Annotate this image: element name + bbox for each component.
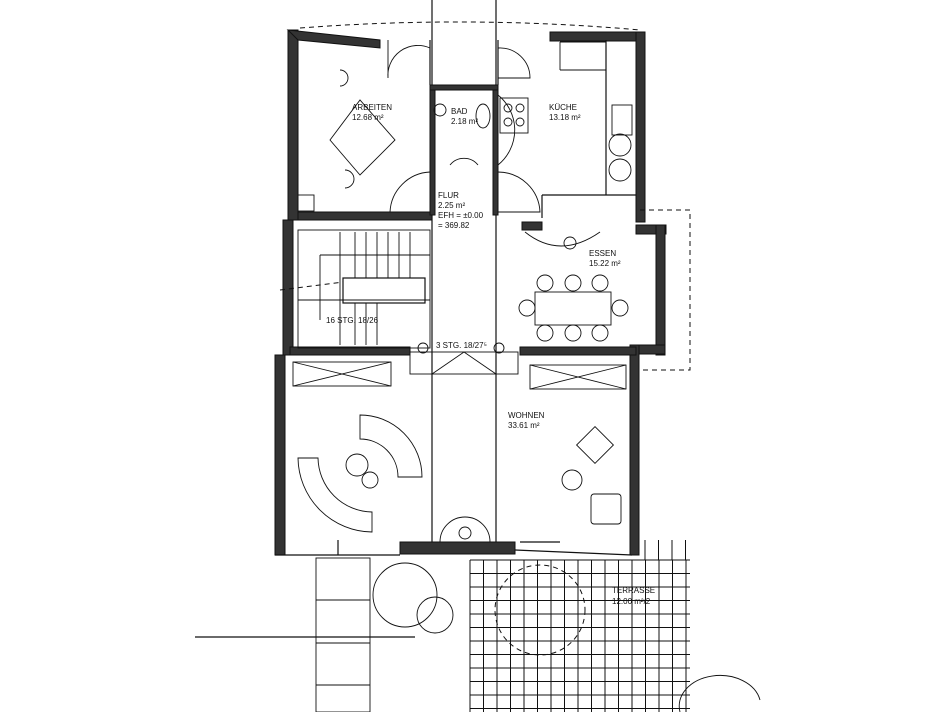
room-name: ARBEITEN: [352, 103, 392, 112]
terrace-grid: [469, 540, 690, 712]
corridor-lines: [299, 0, 641, 545]
room-name: FLUR: [438, 191, 459, 200]
stair-label: 16 STG. 18/26: [326, 316, 379, 325]
room-area: 12.00 m²/2: [612, 597, 651, 606]
dining-table: [518, 231, 629, 342]
stair-label: 3 STG. 18/27⁵: [436, 341, 487, 350]
garden: [195, 557, 761, 712]
interior-lines: [279, 40, 691, 555]
room-area: 2.18 m²: [451, 117, 478, 126]
room-area: 12.68 m²: [352, 113, 384, 122]
floor-level: EFH = ±0.00: [438, 211, 484, 220]
room-labels: ARBEITEN 12.68 m² BAD 2.18 m² KÜCHE 13.1…: [326, 103, 655, 606]
room-name: TERRASSE: [612, 586, 655, 595]
exterior-walls: [274, 29, 667, 556]
room-name: ESSEN: [589, 249, 616, 258]
room-area: 2.25 m²: [438, 201, 465, 210]
room-area: 15.22 m²: [589, 259, 621, 268]
room-name: BAD: [451, 107, 468, 116]
staircase: [279, 232, 430, 345]
room-area: 33.61 m²: [508, 421, 540, 430]
room-area: 13.18 m²: [549, 113, 581, 122]
living-furniture: [297, 414, 622, 543]
room-name: KÜCHE: [549, 103, 577, 112]
room-name: WOHNEN: [508, 411, 545, 420]
floor-elevation: = 369.82: [438, 221, 470, 230]
